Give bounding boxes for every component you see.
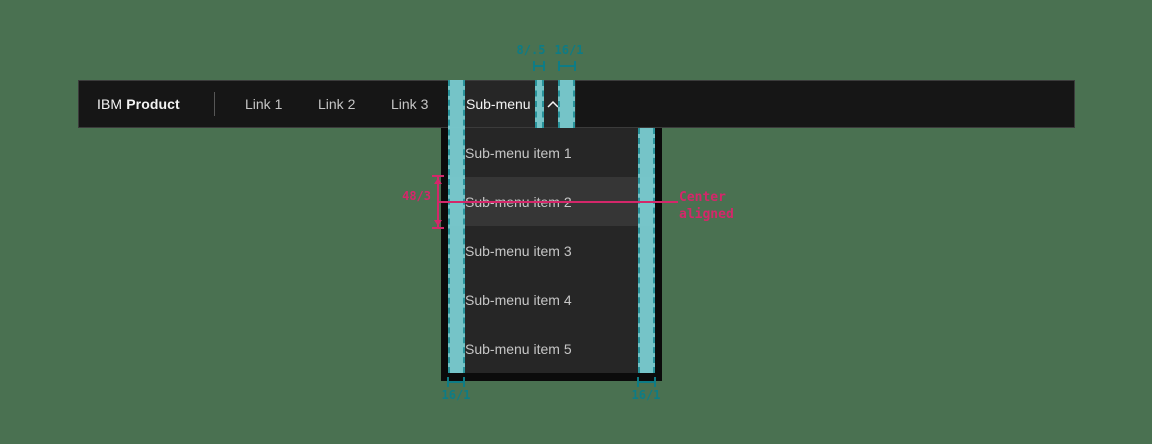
arrow-down-icon [434, 220, 442, 226]
arrow-up-icon [434, 178, 442, 184]
nav-link-1[interactable]: Link 1 [245, 96, 283, 112]
measurement-ibeam-top-8 [533, 61, 545, 71]
submenu-item-1[interactable]: Sub-menu item 1 [465, 144, 572, 161]
height-measurement-bracket [432, 175, 444, 229]
brand-prefix: IBM [97, 96, 123, 112]
submenu-label: Sub-menu [466, 96, 531, 112]
measurement-label-top-8: 8/.5 [516, 43, 546, 57]
submenu-trigger[interactable]: Sub-menu [449, 81, 576, 127]
caption-line-1: Center [679, 190, 726, 205]
chevron-up-icon [547, 100, 559, 108]
center-aligned-caption: Center aligned [679, 189, 734, 223]
measurement-ibeam-bottom-left [447, 377, 465, 387]
spacing-band-right-padding [638, 128, 655, 373]
brand-product-name: Product [126, 96, 180, 112]
spacing-band-16px [558, 80, 575, 128]
measurement-ibeam-top-16 [558, 61, 576, 71]
submenu-dropdown: Sub-menu item 1 Sub-menu item 2 Sub-menu… [448, 128, 655, 373]
header-divider [214, 92, 215, 116]
top-navigation-header: IBM Product Link 1 Link 2 Link 3 Sub-men… [78, 80, 1075, 128]
brand-title: IBM Product [97, 81, 180, 127]
measurement-label-bottom-right: 16/1 [631, 388, 661, 402]
spacing-band-left-padding [448, 80, 465, 373]
center-align-line [438, 201, 678, 203]
spacing-band-8px [535, 80, 544, 128]
submenu-item-5[interactable]: Sub-menu item 5 [465, 340, 572, 357]
nav-link-3[interactable]: Link 3 [391, 96, 429, 112]
measurement-ibeam-bottom-right [637, 377, 656, 387]
measurement-label-top-16: 16/1 [554, 43, 584, 57]
height-measurement-label: 48/3 [402, 189, 431, 203]
caption-line-2: aligned [679, 207, 734, 222]
measurement-label-bottom-left: 16/1 [441, 388, 471, 402]
nav-link-2[interactable]: Link 2 [318, 96, 356, 112]
submenu-item-4[interactable]: Sub-menu item 4 [465, 291, 572, 308]
submenu-item-3[interactable]: Sub-menu item 3 [465, 242, 572, 259]
